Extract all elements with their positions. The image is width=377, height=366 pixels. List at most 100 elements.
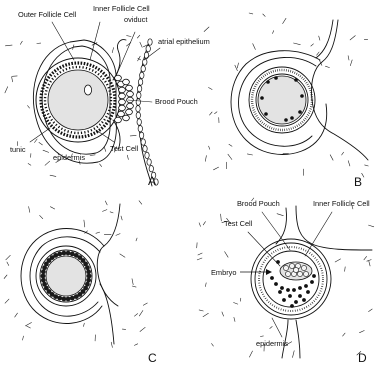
test-cell (260, 96, 264, 100)
tunic-dash (348, 161, 350, 166)
panel-a: Outer Follicle Cell Inner Follicle Cell … (5, 4, 210, 188)
tunic-dash (325, 66, 329, 67)
label-epidermis-d: epidermis (256, 339, 288, 348)
epithelium-cell (139, 132, 143, 138)
test-cell (302, 298, 306, 302)
tunic-dash (132, 286, 136, 287)
label-test-cell-a: Test Cell (110, 144, 139, 153)
test-cell (266, 80, 270, 84)
tunic-dash (198, 253, 202, 255)
tunic-dash (50, 207, 54, 209)
tunic-dash (112, 48, 113, 53)
tunic-dash (221, 214, 222, 221)
label-inner-follicle-cell-d: Inner Follicle Cell (313, 199, 370, 208)
tunic-dash (7, 262, 9, 266)
label-brood-pouch-a: Brood Pouch (155, 97, 198, 106)
tunic-dash (317, 52, 320, 55)
brood-pouch-bead (119, 105, 126, 111)
tunic-dash (342, 152, 344, 155)
label-inner-follicle-cell-a: Inner Follicle Cell (93, 4, 150, 13)
test-cell (66, 251, 71, 256)
tunic-dash (335, 259, 341, 262)
label-test-cell-d: Test Cell (224, 219, 253, 228)
tunic-dash (199, 310, 203, 311)
egg-b (258, 76, 306, 124)
tunic-dash (29, 207, 30, 213)
epithelium-cell (138, 126, 142, 132)
embryo-cell (285, 271, 290, 276)
tunic-dash (139, 201, 142, 205)
epithelium-cell (148, 39, 152, 45)
tunic-dash (5, 299, 9, 303)
tunic-dash (104, 147, 106, 151)
tunic-dash (277, 214, 283, 216)
tunic-dash (343, 333, 346, 336)
tunic-dash (350, 60, 352, 66)
stalk-c-branch (100, 284, 114, 344)
tunic-dash (25, 323, 31, 326)
embryo-cell (293, 267, 298, 272)
tunic-dash (234, 317, 235, 321)
epithelium-cell (141, 139, 145, 145)
brood-pouch-bead (115, 75, 122, 81)
tunic-dash (365, 165, 369, 166)
tunic-dash (143, 303, 147, 305)
tunic-dash (273, 31, 274, 34)
test-cell (86, 278, 91, 283)
tunic-dash (229, 144, 232, 146)
test-cell (264, 112, 268, 116)
embryo-cell (303, 271, 308, 276)
tunic-dash (134, 344, 137, 346)
tunic-dash (96, 232, 100, 233)
tunic-dash (293, 351, 295, 358)
tunic-dash (39, 142, 43, 145)
test-cell (312, 274, 316, 278)
tunic-dash (127, 36, 132, 37)
epithelium-cell (147, 159, 151, 165)
tunic-dash (260, 336, 263, 337)
label-epidermis-a: epidermis (53, 153, 85, 162)
tunic-dash (350, 36, 355, 40)
test-cell (57, 252, 62, 257)
embryo-cell (283, 265, 288, 270)
tunic-dash (199, 223, 200, 227)
tunic-dash (197, 258, 202, 260)
test-cell (284, 118, 288, 122)
epithelium-cell (137, 86, 141, 92)
tunic-dash (84, 323, 85, 326)
egg-c (46, 256, 86, 296)
tunic-dash (121, 216, 122, 220)
tunic-dash (222, 312, 224, 316)
stalk-c (97, 204, 120, 306)
tunic-dash (225, 252, 229, 258)
tunic-dash (43, 150, 49, 152)
panel-letter-c: C (148, 351, 157, 365)
test-cell (270, 276, 274, 280)
tunic-dash (234, 303, 238, 305)
test-cell (41, 274, 46, 279)
label-tunic: tunic (10, 145, 26, 154)
test-cell (62, 251, 67, 256)
tunic-dash (105, 201, 107, 205)
test-cell (300, 94, 304, 98)
test-cell (278, 290, 282, 294)
tunic-dash (348, 56, 349, 60)
tunic-dash (319, 36, 320, 40)
tunic-dash (364, 256, 367, 259)
stalk-d (296, 206, 372, 250)
test-cell (310, 280, 314, 284)
stalk-b (311, 20, 368, 160)
epithelium-cell (140, 72, 144, 78)
epithelium-cell (146, 46, 150, 52)
embryo-cell (301, 265, 306, 270)
panel-d: Brood Pouch Inner Follicle Cell Test Cel… (197, 198, 374, 365)
tunic-dash (369, 261, 370, 266)
tunic-dash (140, 42, 142, 47)
test-cell (276, 260, 280, 264)
panel-c: C (4, 201, 157, 365)
tunic-dash (210, 112, 213, 115)
panel-letter-a: A (148, 174, 156, 188)
brood-pouch-bead (119, 93, 126, 99)
tunic-dash (120, 254, 125, 257)
tunic-dash (140, 327, 145, 331)
